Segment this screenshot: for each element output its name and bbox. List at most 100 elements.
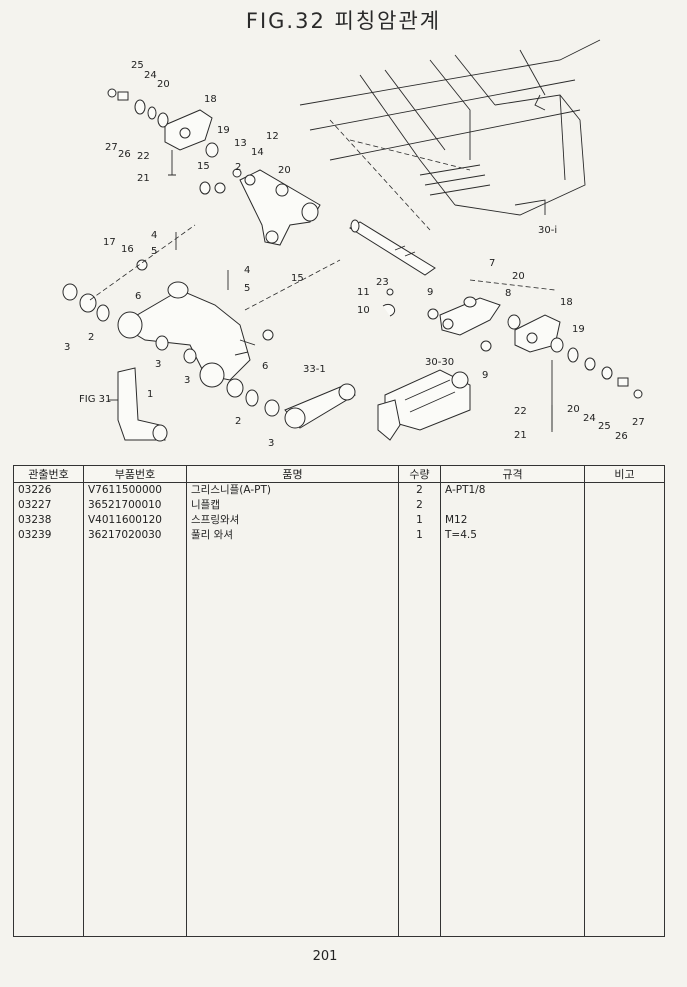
callout: 2	[88, 332, 94, 343]
callout: 27	[632, 417, 645, 428]
spec-cell: A-PT1/8	[440, 482, 585, 498]
right-bracket	[514, 314, 643, 430]
col-header-quantity: 수량	[398, 465, 441, 483]
page-number: 201	[312, 949, 338, 964]
callout: 6	[262, 361, 268, 372]
callout: 10	[357, 305, 370, 316]
callout: 27	[105, 142, 118, 153]
callout: 21	[514, 430, 527, 441]
remarks-cell	[584, 513, 665, 528]
chassis-frame	[299, 39, 601, 231]
fig31-lever	[108, 367, 168, 442]
callout: 9	[482, 370, 488, 381]
callout: 16	[121, 244, 134, 255]
remarks-cell	[584, 498, 665, 513]
parts-list-table: 관출번호 부품번호 품명 수량 규격 비고 03226 V7611500000 …	[13, 465, 665, 937]
callout: 3	[184, 375, 190, 386]
col-header-part-no: 부품번호	[83, 465, 187, 483]
callout: 18	[204, 94, 217, 105]
callout: 18	[560, 297, 573, 308]
spec-cell: T=4.5	[440, 528, 585, 543]
callout: 6	[135, 291, 141, 302]
shaft	[349, 219, 436, 276]
upper-bracket	[164, 109, 219, 158]
spec-cell	[440, 498, 585, 513]
quantity-cell: 2	[398, 482, 441, 498]
ref-no-cell: 03239	[13, 528, 84, 543]
callout: 22	[137, 151, 150, 162]
quantity-cell: 2	[398, 498, 441, 513]
ref-no-cell: 03227	[13, 498, 84, 513]
bolts	[89, 150, 556, 432]
part-name-cell: 풀리 와셔	[186, 528, 399, 543]
callout: 3	[64, 342, 70, 353]
callout: 24	[583, 413, 596, 424]
table-row: 03226 V7611500000 그리스니플(A-PT) 2 A-PT1/8	[13, 482, 665, 498]
callout: 19	[572, 324, 585, 335]
top-left-washers	[107, 88, 242, 195]
callout: 22	[514, 406, 527, 417]
callout: 20	[157, 79, 170, 90]
linkage-block	[377, 369, 471, 441]
callout: 13	[234, 138, 247, 149]
figure-title: FIG.32 피칭암관계	[245, 9, 442, 33]
col-header-ref-no: 관출번호	[13, 465, 84, 483]
callout: 3	[155, 359, 161, 370]
callout: 21	[137, 173, 150, 184]
callout: 5	[151, 246, 157, 257]
callout: 25	[598, 421, 611, 432]
callout: 15	[197, 161, 210, 172]
callout: 24	[144, 70, 157, 81]
callout: 4	[244, 265, 250, 276]
part-name-cell: 니플캡	[186, 498, 399, 513]
callout: 20	[567, 404, 580, 415]
callout: 20	[512, 271, 525, 282]
callout: 23	[376, 277, 389, 288]
callout: 30-i	[538, 225, 557, 236]
callout: 17	[103, 237, 116, 248]
part-no-cell: 36217020030	[83, 528, 187, 543]
part-no-cell: V4011600120	[83, 513, 187, 528]
part-callouts: 25 24 20 27 26 18 19 13 12 14 22 21 15 2…	[64, 60, 645, 449]
upper-arm	[239, 169, 321, 246]
callout: 8	[505, 288, 511, 299]
col-header-remarks: 비고	[584, 465, 665, 483]
ref-no-cell: 03238	[13, 513, 84, 528]
pitching-arm-right	[382, 288, 521, 352]
pitching-arm-left	[117, 259, 274, 388]
callout: 19	[217, 125, 230, 136]
remarks-cell	[584, 482, 665, 498]
callout: 1	[147, 389, 153, 400]
col-header-spec: 규격	[440, 465, 585, 483]
callout: 7	[489, 258, 495, 269]
part-name-cell: 스프링와셔	[186, 513, 399, 528]
ref-no-cell: 03226	[13, 482, 84, 498]
table-empty-space	[13, 543, 665, 937]
callout: 11	[357, 287, 370, 298]
callout: 12	[266, 131, 279, 142]
callout: 15	[291, 273, 304, 284]
callout: 3	[268, 438, 274, 449]
table-row: 03238 V4011600120 스프링와셔 1 M12	[13, 513, 665, 528]
exploded-parts-diagram: 25 24 20 27 26 18 19 13 12 14 22 21 15 2…	[62, 39, 645, 449]
table-row: 03239 36217020030 풀리 와셔 1 T=4.5	[13, 528, 665, 543]
callout: 14	[251, 147, 264, 158]
part-name-cell: 그리스니플(A-PT)	[186, 482, 399, 498]
callout: 33-1	[303, 364, 326, 375]
callout: FIG 31	[79, 394, 111, 405]
table-header-row: 관출번호 부품번호 품명 수량 규격 비고	[13, 465, 665, 483]
spec-cell: M12	[440, 513, 585, 528]
callout: 2	[235, 416, 241, 427]
callout: 20	[278, 165, 291, 176]
quantity-cell: 1	[398, 513, 441, 528]
link-arm	[284, 383, 356, 429]
callout: 26	[615, 431, 628, 442]
callout: 25	[131, 60, 144, 71]
quantity-cell: 1	[398, 528, 441, 543]
callout: 30-30	[425, 357, 454, 368]
part-no-cell: 36521700010	[83, 498, 187, 513]
callout: 26	[118, 149, 131, 160]
callout: 2	[235, 162, 241, 173]
table-row: 03227 36521700010 니플캡 2	[13, 498, 665, 513]
remarks-cell	[584, 528, 665, 543]
